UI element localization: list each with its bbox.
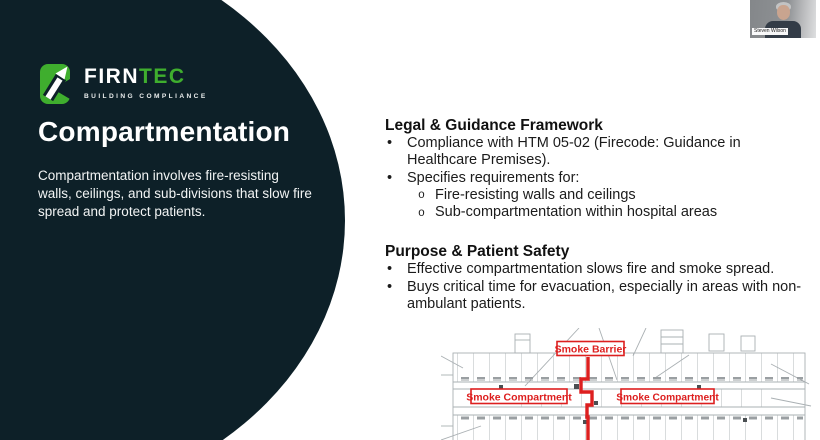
sub-bullet-item: Fire-resisting walls and ceilings [385,187,809,205]
slide-content: Legal & Guidance Framework Compliance wi… [385,116,809,313]
page-subtitle: Compartmentation involves fire-resisting… [38,168,312,219]
fixture-marks-top [455,377,803,381]
bullet-item: Effective compartmentation slows fire an… [385,261,809,279]
webcam-thumbnail[interactable]: Steven Wilson [750,0,816,38]
svg-text:Smoke Barrier: Smoke Barrier [555,344,627,356]
bullet-item: Buys critical time for evacuation, espec… [385,279,809,314]
smoke-compartment-right-label: Smoke Compartment [616,388,719,405]
logo-word-firn: FIRN [84,65,139,88]
section-legal-guidance: Legal & Guidance Framework Compliance wi… [385,116,809,222]
bullet-item: Compliance with HTM 05-02 (Firecode: Gui… [385,135,809,170]
page-title: Compartmentation [38,116,291,147]
svg-text:Smoke Compartment: Smoke Compartment [616,393,719,404]
logo-tagline: BUILDING COMPLIANCE [84,93,208,100]
section-purpose-safety: Purpose & Patient Safety Effective compa… [385,242,809,313]
firntec-logo-mark-icon [40,64,70,104]
firntec-logo: FIRNTEC BUILDING COMPLIANCE [40,62,208,106]
participant-avatar [777,5,790,20]
section-heading: Purpose & Patient Safety [385,243,570,261]
sub-bullet-item: Sub-compartmentation within hospital are… [385,204,809,222]
section-heading: Legal & Guidance Framework [385,117,603,134]
smoke-compartment-left-label: Smoke Compartment [466,388,572,405]
smoke-barrier-label: Smoke Barrier [555,340,627,357]
svg-text:Smoke Compartment: Smoke Compartment [466,392,572,404]
bullet-item: Specifies requirements for: [385,170,809,188]
floorplan-diagram: Smoke Barrier Smoke Compartment Smoke Co… [441,328,812,440]
logo-wordmark: FIRNTEC [84,66,208,87]
fixture-marks-bottom [455,416,803,420]
participant-name-label: Steven Wilson [752,28,788,35]
logo-word-tec: TEC [139,65,186,88]
door-symbols [499,384,747,424]
logo-text: FIRNTEC BUILDING COMPLIANCE [84,62,208,106]
smoke-barrier-line [579,357,594,440]
